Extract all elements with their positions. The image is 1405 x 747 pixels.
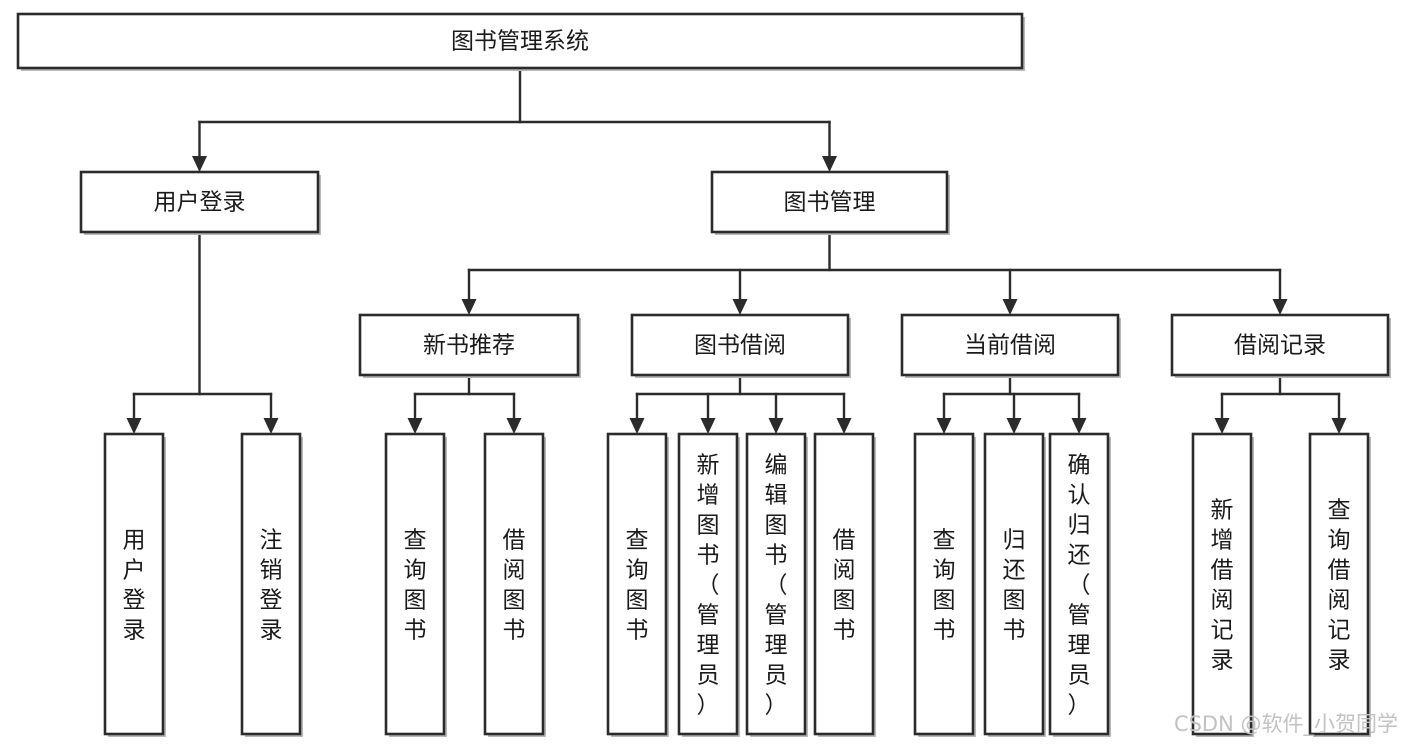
node-box[interactable] bbox=[677, 432, 739, 736]
node-leaf-borrow-book-2[interactable]: 借阅图书 bbox=[813, 432, 876, 737]
node-box[interactable] bbox=[813, 432, 875, 736]
node-leaf-confirm-return[interactable]: 确认归还（管理员） bbox=[1048, 432, 1111, 737]
node-box[interactable] bbox=[1308, 432, 1370, 736]
node-leaf-logout[interactable]: 注销登录 bbox=[240, 432, 303, 737]
node-box[interactable] bbox=[983, 432, 1045, 736]
node-leaf-query-book-3[interactable]: 查询图书 bbox=[913, 432, 976, 737]
node-label: 新增借阅记录 bbox=[1211, 497, 1234, 673]
node-box[interactable] bbox=[913, 432, 975, 736]
node-leaf-query-book-2[interactable]: 查询图书 bbox=[606, 432, 669, 737]
node-borrow-record[interactable]: 借阅记录 bbox=[1170, 313, 1391, 378]
node-label: 归还图书 bbox=[1003, 527, 1026, 643]
node-box[interactable] bbox=[79, 170, 320, 234]
node-box[interactable] bbox=[16, 12, 1024, 70]
node-leaf-edit-book[interactable]: 编辑图书（管理员） bbox=[745, 432, 808, 737]
node-label: 查询图书 bbox=[626, 527, 649, 643]
node-leaf-query-book-1[interactable]: 查询图书 bbox=[384, 432, 447, 737]
node-label: 新书推荐 bbox=[423, 333, 515, 359]
node-label: 用户登录 bbox=[154, 190, 246, 216]
node-new-book-rec[interactable]: 新书推荐 bbox=[358, 313, 581, 378]
node-box[interactable] bbox=[745, 432, 807, 736]
nodes-layer: 图书管理系统用户登录图书管理新书推荐图书借阅当前借阅借阅记录用户登录注销登录查询… bbox=[16, 12, 1391, 737]
node-leaf-return-book[interactable]: 归还图书 bbox=[983, 432, 1046, 737]
node-label: 确认归还（管理员） bbox=[1068, 452, 1091, 718]
node-label: 图书管理系统 bbox=[451, 29, 589, 55]
node-label: 图书借阅 bbox=[694, 333, 786, 359]
node-box[interactable] bbox=[358, 313, 580, 377]
edges-layer bbox=[126, 66, 1347, 434]
node-box[interactable] bbox=[483, 432, 545, 736]
node-box[interactable] bbox=[384, 432, 446, 736]
csdn-watermark: CSDN @软件_小贺同学 bbox=[1174, 712, 1398, 737]
node-box[interactable] bbox=[1048, 432, 1110, 736]
node-label: 图书管理 bbox=[784, 190, 876, 216]
node-label: 借阅图书 bbox=[833, 527, 856, 643]
node-box[interactable] bbox=[630, 313, 850, 377]
node-leaf-user-login[interactable]: 用户登录 bbox=[103, 432, 166, 737]
node-leaf-add-book[interactable]: 新增图书（管理员） bbox=[677, 432, 740, 737]
node-label: 当前借阅 bbox=[964, 333, 1056, 359]
node-label: 查询借阅记录 bbox=[1328, 497, 1351, 673]
node-box[interactable] bbox=[1191, 432, 1253, 736]
node-book-manage[interactable]: 图书管理 bbox=[710, 170, 950, 235]
node-label: 查询图书 bbox=[933, 527, 956, 643]
node-box[interactable] bbox=[240, 432, 302, 736]
node-label: 借阅记录 bbox=[1234, 333, 1326, 359]
node-label: 用户登录 bbox=[123, 527, 146, 643]
node-root[interactable]: 图书管理系统 bbox=[16, 12, 1025, 71]
node-label: 新增图书（管理员） bbox=[697, 452, 720, 718]
node-user-login[interactable]: 用户登录 bbox=[79, 170, 321, 235]
node-box[interactable] bbox=[103, 432, 165, 736]
node-leaf-query-record[interactable]: 查询借阅记录 bbox=[1308, 432, 1371, 737]
node-box[interactable] bbox=[1170, 313, 1390, 377]
node-label: 编辑图书（管理员） bbox=[765, 452, 788, 718]
node-box[interactable] bbox=[710, 170, 949, 234]
node-book-borrow[interactable]: 图书借阅 bbox=[630, 313, 851, 378]
node-current-borrow[interactable]: 当前借阅 bbox=[900, 313, 1121, 378]
node-label: 查询图书 bbox=[404, 527, 427, 643]
node-box[interactable] bbox=[900, 313, 1120, 377]
node-box[interactable] bbox=[606, 432, 668, 736]
node-label: 借阅图书 bbox=[503, 527, 526, 643]
node-leaf-borrow-book-1[interactable]: 借阅图书 bbox=[483, 432, 546, 737]
node-label: 注销登录 bbox=[260, 527, 283, 643]
node-leaf-add-record[interactable]: 新增借阅记录 bbox=[1191, 432, 1254, 737]
